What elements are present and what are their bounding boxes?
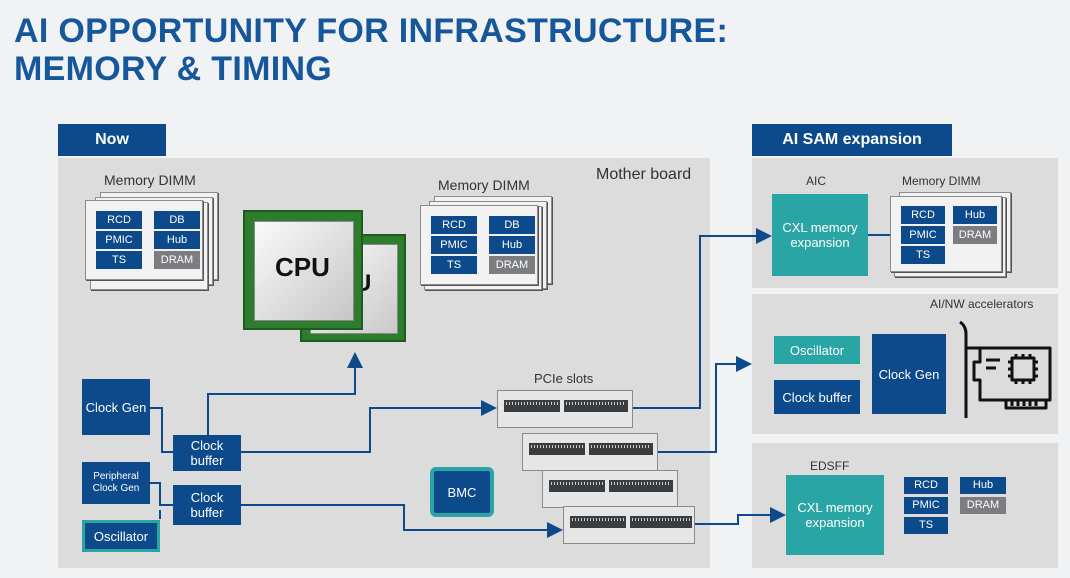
accel-clock-buffer: Clock buffer — [774, 380, 860, 414]
accelerators-label: AI/NW accelerators — [930, 297, 1034, 311]
edsff-hub: Hub — [960, 477, 1006, 494]
clock-gen-block: Clock Gen — [82, 379, 150, 435]
bmc-block: BMC — [430, 467, 494, 517]
dimm-right-ts: TS — [431, 256, 477, 274]
dimm-left-rcd: RCD — [96, 211, 142, 229]
dimm-left-db: DB — [154, 211, 200, 229]
dimm-right-rcd: RCD — [431, 216, 477, 234]
peripheral-clock-gen-block: Peripheral Clock Gen — [82, 462, 150, 504]
pcie-slot-1 — [497, 390, 633, 428]
dimm-right-label: Memory DIMM — [438, 177, 530, 193]
buffer1-to-pcie-arrow — [241, 400, 497, 453]
page-title: AI OPPORTUNITY FOR INFRASTRUCTURE: MEMOR… — [14, 12, 728, 88]
accel-oscillator: Oscillator — [774, 336, 860, 364]
dimm-right-pmic: PMIC — [431, 236, 477, 254]
clockgen-to-buffer1-line — [150, 407, 173, 453]
sam-dimm-rcd: RCD — [901, 206, 945, 224]
pcie-slot-3 — [542, 470, 678, 508]
aic-cxl-block: CXL memory expansion — [772, 194, 868, 276]
motherboard-label: Mother board — [596, 166, 692, 183]
sam-dimm-ts: TS — [901, 246, 945, 264]
edsff-cxl-block: CXL memory expansion — [786, 475, 884, 555]
dimm-right-dram: DRAM — [489, 256, 535, 274]
edsff-dram: DRAM — [960, 497, 1006, 514]
sam-dimm-hub: Hub — [953, 206, 997, 224]
pcie-slot-4 — [563, 506, 695, 544]
aic-label: AIC — [806, 174, 827, 188]
clock-buffer-1: Clock buffer — [173, 435, 241, 471]
dimm-left-hub: Hub — [154, 231, 200, 249]
pcie-to-accel-arrow — [658, 356, 752, 453]
buffer1-to-cpu-arrow — [207, 352, 363, 435]
dimm-left-card: RCD PMIC TS DB Hub DRAM — [85, 200, 203, 280]
dimm-left-dram: DRAM — [154, 251, 200, 269]
cpu-label: CPU — [275, 252, 330, 282]
dimm-left-pmic: PMIC — [96, 231, 142, 249]
sam-dimm-pmic: PMIC — [901, 226, 945, 244]
edsff-label: EDSFF — [810, 459, 850, 473]
dimm-left-ts: TS — [96, 251, 142, 269]
dimm-right-hub: Hub — [489, 236, 535, 254]
accel-clock-gen: Clock Gen — [872, 334, 946, 414]
edsff-ts: TS — [904, 517, 948, 534]
ai-sam-header: AI SAM expansion — [752, 124, 952, 156]
buffer2-to-pcie-arrow — [241, 504, 563, 538]
now-header: Now — [58, 124, 166, 156]
cpu-chip: CPU — [243, 210, 363, 330]
accelerator-card-icon — [959, 320, 1052, 418]
sam-dimm-label: Memory DIMM — [902, 174, 981, 188]
periph-to-buffer2-line — [150, 482, 173, 506]
pcie-to-edsff-arrow — [695, 507, 786, 525]
oscillator-block: Oscillator — [82, 520, 160, 552]
edsff-pmic: PMIC — [904, 497, 948, 514]
dimm-right-card: RCD PMIC TS DB Hub DRAM — [420, 205, 538, 285]
pcie-slot-2 — [522, 433, 658, 471]
pcie-to-aic-arrow — [633, 228, 772, 409]
sam-dimm-card: RCD PMIC TS Hub DRAM — [890, 196, 1002, 272]
title-line-1: AI OPPORTUNITY FOR INFRASTRUCTURE: — [14, 12, 729, 50]
clock-buffer-2: Clock buffer — [173, 485, 241, 525]
sam-dimm-dram: DRAM — [953, 226, 997, 244]
edsff-rcd: RCD — [904, 477, 948, 494]
dimm-right-db: DB — [489, 216, 535, 234]
dimm-left-label: Memory DIMM — [104, 172, 196, 188]
pcie-slots-label: PCIe slots — [534, 371, 594, 386]
title-line-2: MEMORY & TIMING — [14, 50, 333, 88]
